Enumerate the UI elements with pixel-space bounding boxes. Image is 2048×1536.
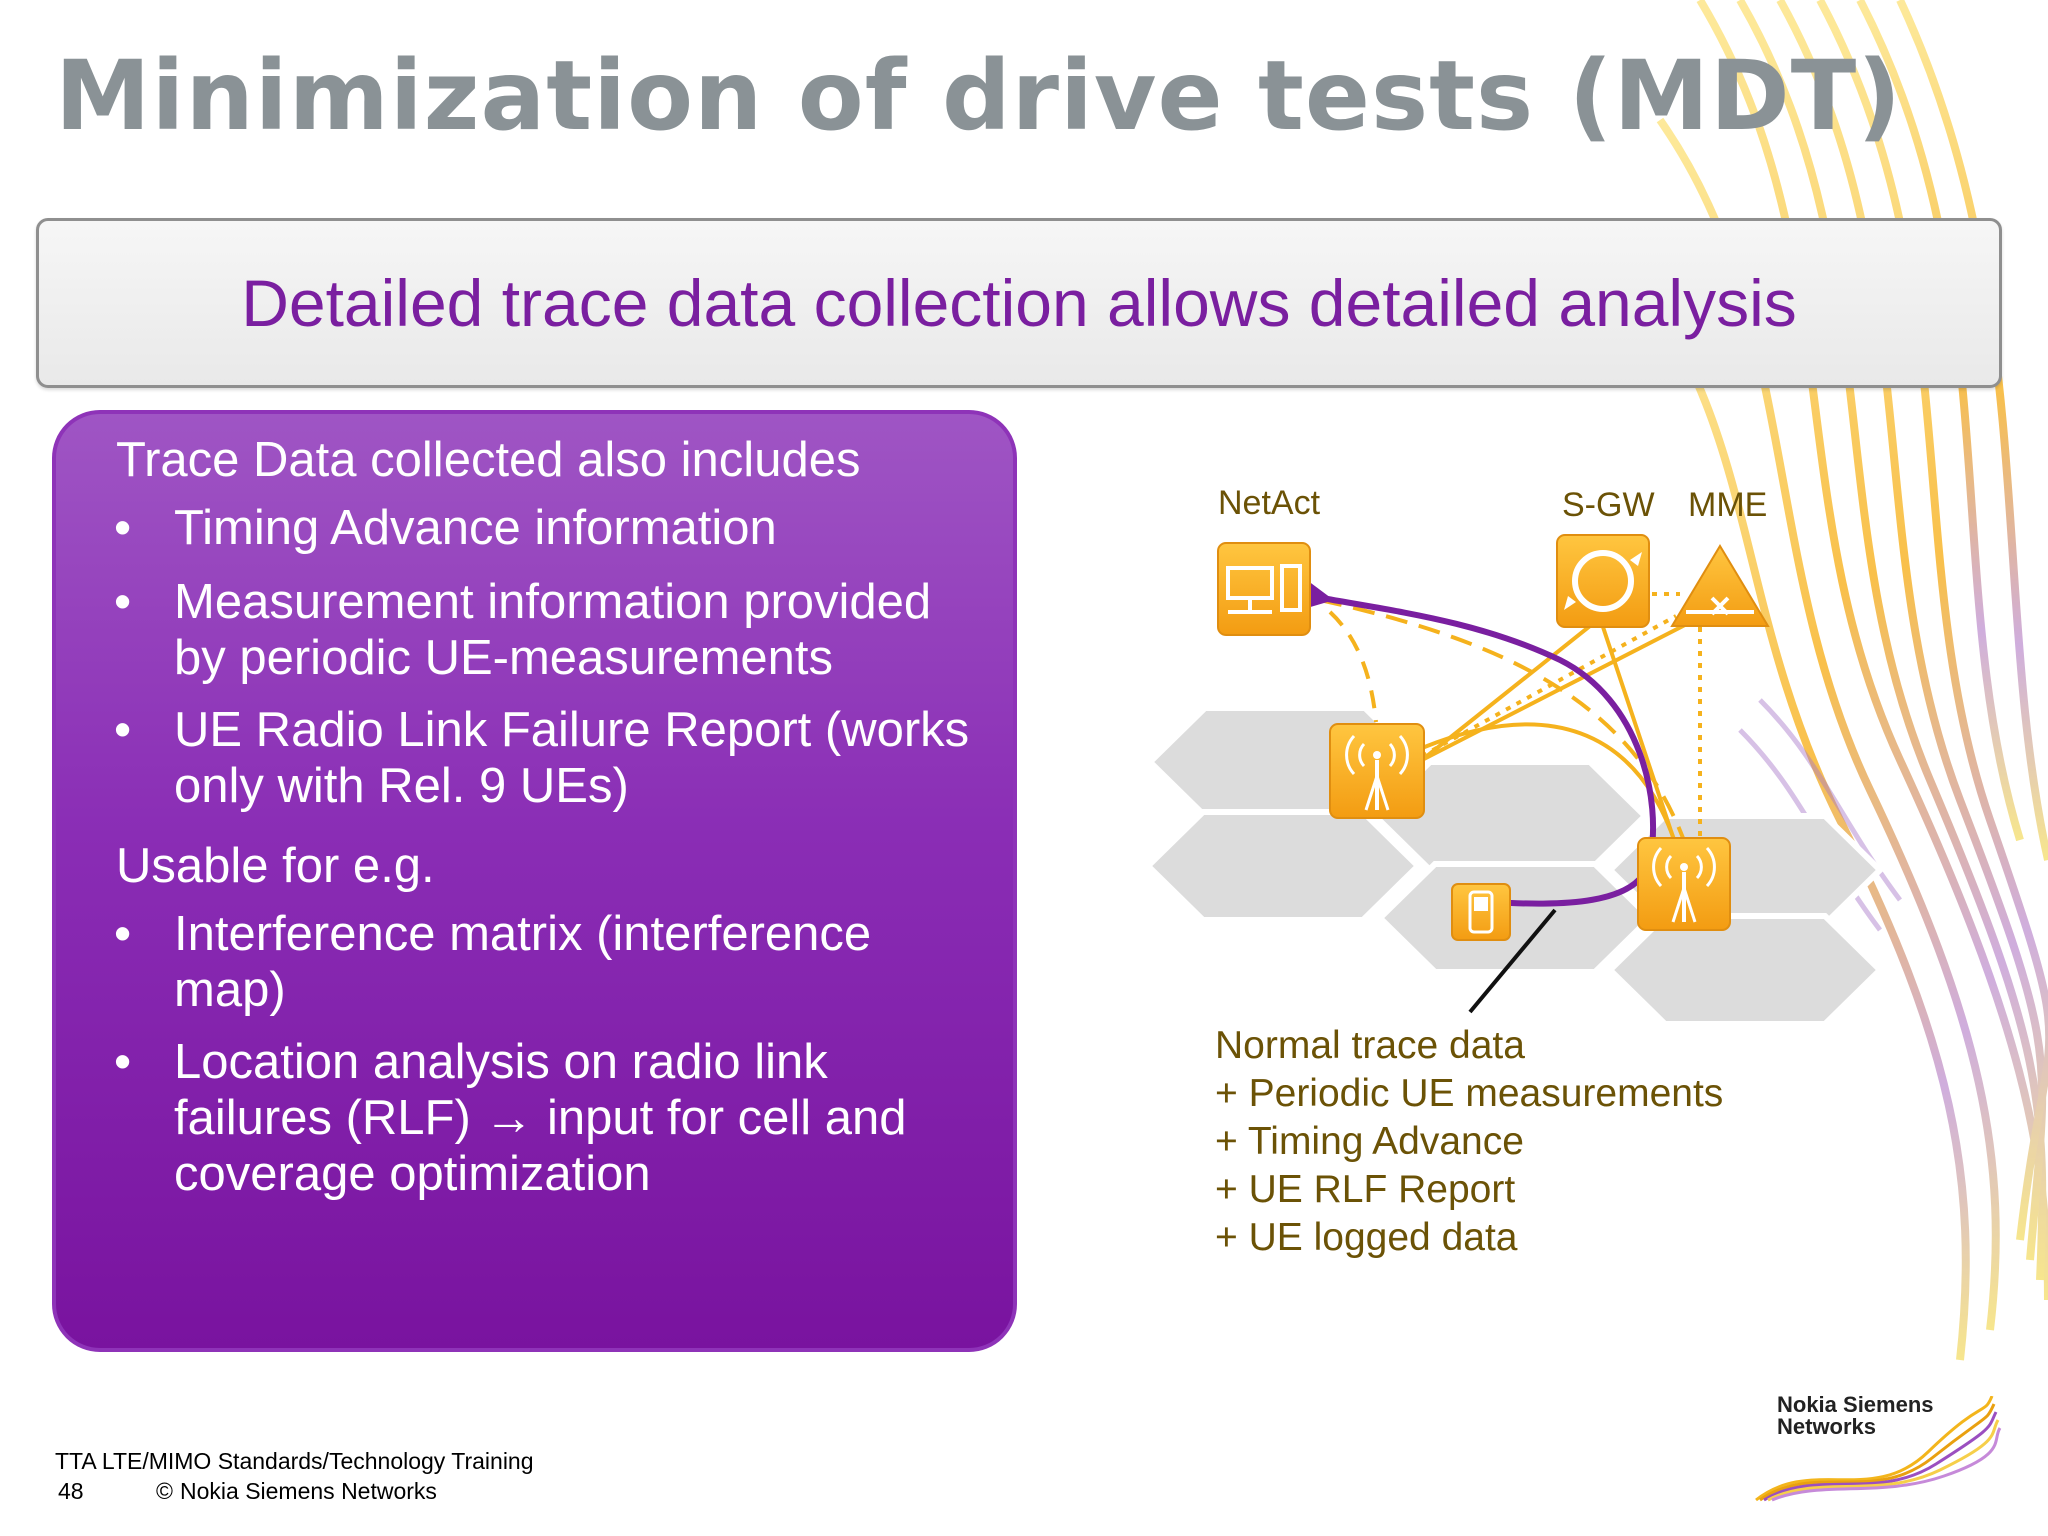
footer-course: TTA LTE/MIMO Standards/Technology Traini… <box>55 1446 534 1476</box>
base-station-icon <box>1330 724 1424 818</box>
trace-line: + Timing Advance <box>1215 1118 1723 1166</box>
trace-data-list: Normal trace data + Periodic UE measurem… <box>1215 1022 1723 1262</box>
page-number: 48 <box>55 1476 156 1506</box>
netact-server-icon <box>1218 543 1310 635</box>
cell-hexagon <box>1148 812 1418 920</box>
sgw-label: S-GW <box>1562 486 1655 525</box>
mme-triangle-icon <box>1672 546 1768 626</box>
cell-grid <box>1148 708 1880 1024</box>
base-station-icon <box>1638 838 1730 930</box>
trace-line: + Periodic UE measurements <box>1215 1070 1723 1118</box>
cell-hexagon <box>1610 916 1880 1024</box>
ue-phone-icon <box>1452 884 1510 940</box>
sgw-router-icon <box>1557 535 1649 627</box>
footer-meta: 48©Nokia Siemens Networks <box>55 1476 534 1506</box>
trace-line: Normal trace data <box>1215 1022 1723 1070</box>
mme-label: MME <box>1688 486 1767 525</box>
trace-line: + UE logged data <box>1215 1214 1723 1262</box>
copyright-symbol: © <box>156 1476 180 1506</box>
netact-label: NetAct <box>1218 484 1320 523</box>
brand-swoosh-icon <box>1752 1396 2002 1506</box>
copyright-text: Nokia Siemens Networks <box>180 1478 437 1504</box>
footer: TTA LTE/MIMO Standards/Technology Traini… <box>55 1446 534 1506</box>
trace-line: + UE RLF Report <box>1215 1166 1723 1214</box>
